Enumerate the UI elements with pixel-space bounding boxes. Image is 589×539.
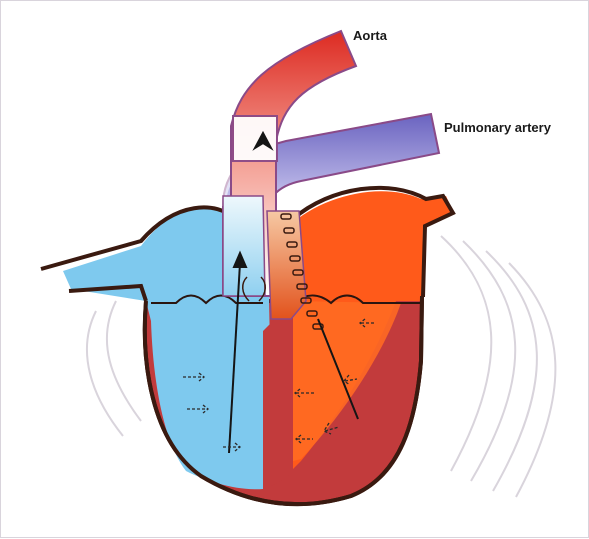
septum	[263, 301, 293, 489]
pulmonary-artery-label: Pulmonary artery	[444, 120, 551, 135]
aorta-label: Aorta	[353, 28, 387, 43]
left-outflow-tract	[267, 211, 306, 319]
